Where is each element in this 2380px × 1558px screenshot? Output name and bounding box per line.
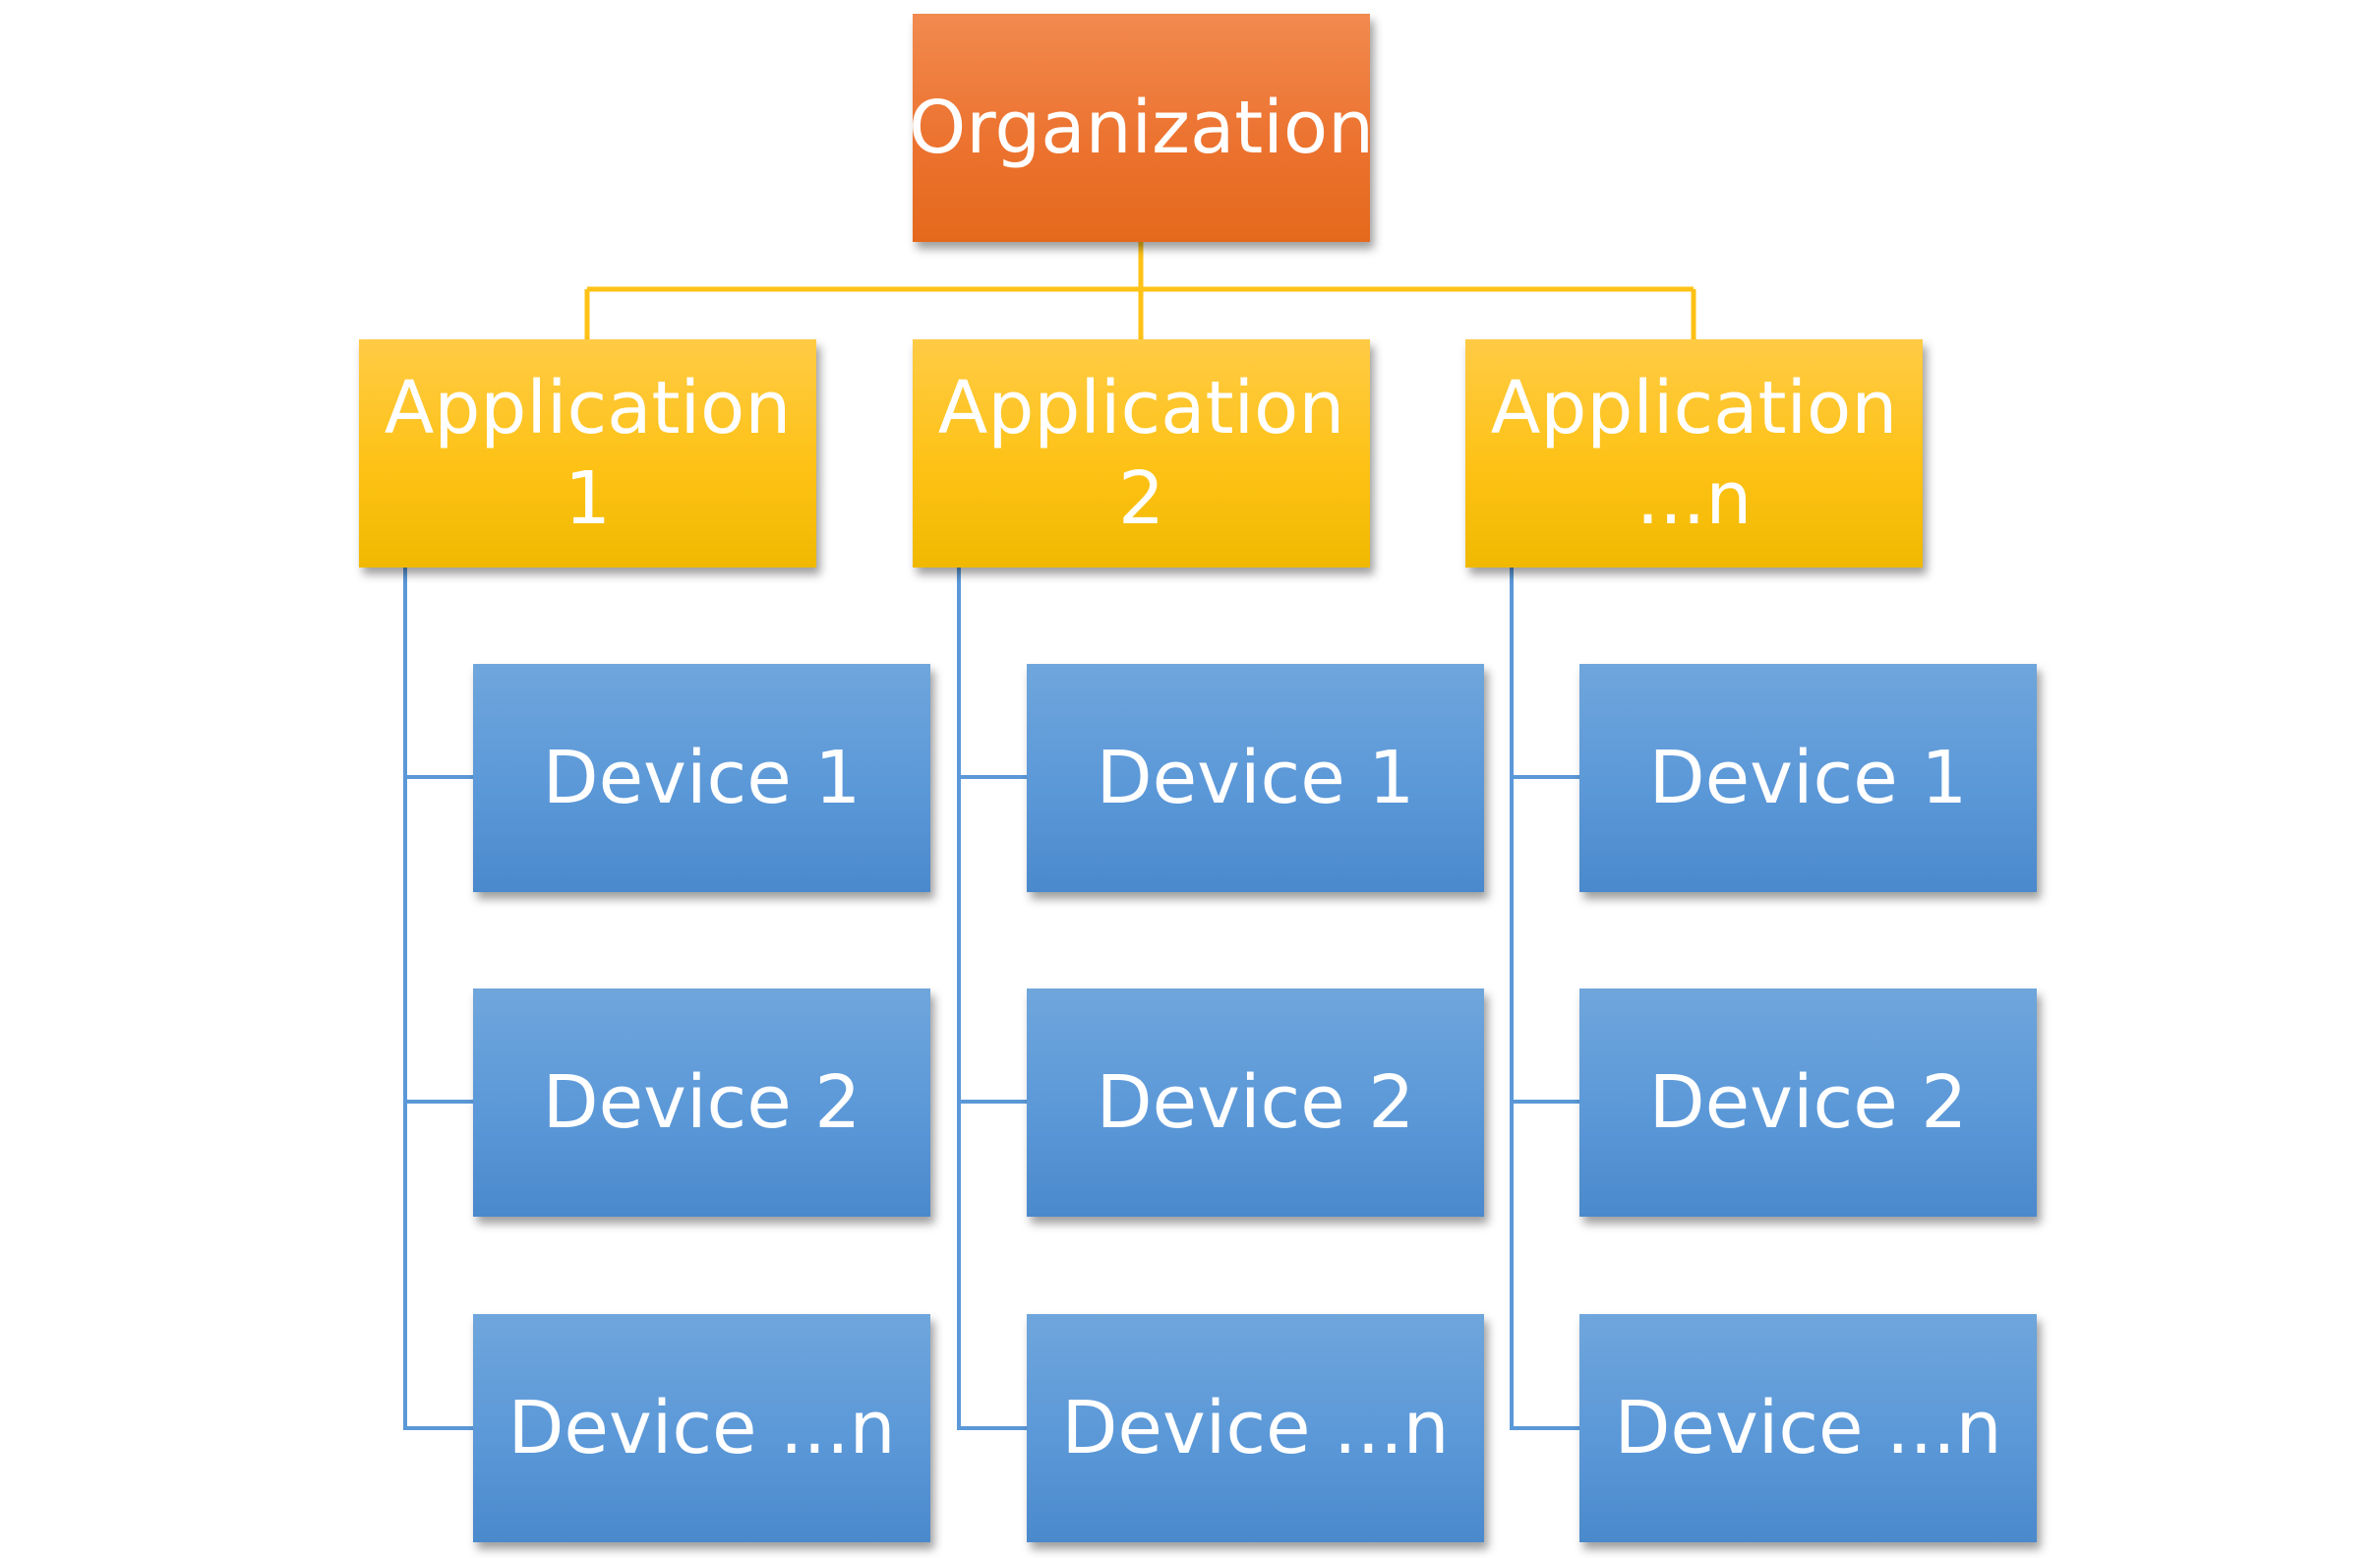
app2-device-2-node: Device 2 <box>1027 989 1484 1217</box>
app1-device-n-label: Device ...n <box>507 1386 896 1470</box>
appn-device-n-label: Device ...n <box>1614 1386 2002 1470</box>
application-2-label: Application 2 <box>937 365 1345 542</box>
application-1-node: Application 1 <box>359 339 816 568</box>
appn-device-1-label: Device 1 <box>1648 736 1968 820</box>
appn-device-2-label: Device 2 <box>1648 1060 1968 1145</box>
organization-label: Organization <box>908 86 1375 170</box>
application-n-label: Application ...n <box>1490 365 1898 542</box>
organization-node: Organization <box>909 14 1374 242</box>
application-2-node: Application 2 <box>913 339 1370 568</box>
app1-device-2-node: Device 2 <box>473 989 930 1217</box>
app2-device-1-node: Device 1 <box>1027 664 1484 892</box>
app2-device-2-label: Device 2 <box>1096 1060 1415 1145</box>
app1-device-2-label: Device 2 <box>542 1060 862 1145</box>
appn-device-2-node: Device 2 <box>1579 989 2037 1217</box>
app-device-connectors <box>403 568 1579 1430</box>
app1-device-1-node: Device 1 <box>473 664 930 892</box>
appn-device-connector <box>1510 568 1579 1430</box>
app1-device-n-node: Device ...n <box>473 1314 930 1542</box>
app2-device-n-label: Device ...n <box>1061 1386 1450 1470</box>
org-app-connectors <box>584 242 1696 339</box>
appn-device-1-node: Device 1 <box>1579 664 2037 892</box>
application-n-node: Application ...n <box>1465 339 1923 568</box>
app1-device-connector <box>403 568 473 1430</box>
app2-device-connector <box>957 568 1027 1430</box>
app2-device-n-node: Device ...n <box>1027 1314 1484 1542</box>
appn-device-n-node: Device ...n <box>1579 1314 2037 1542</box>
app2-device-1-label: Device 1 <box>1096 736 1415 820</box>
application-1-label: Application 1 <box>384 365 792 542</box>
app1-device-1-label: Device 1 <box>542 736 862 820</box>
